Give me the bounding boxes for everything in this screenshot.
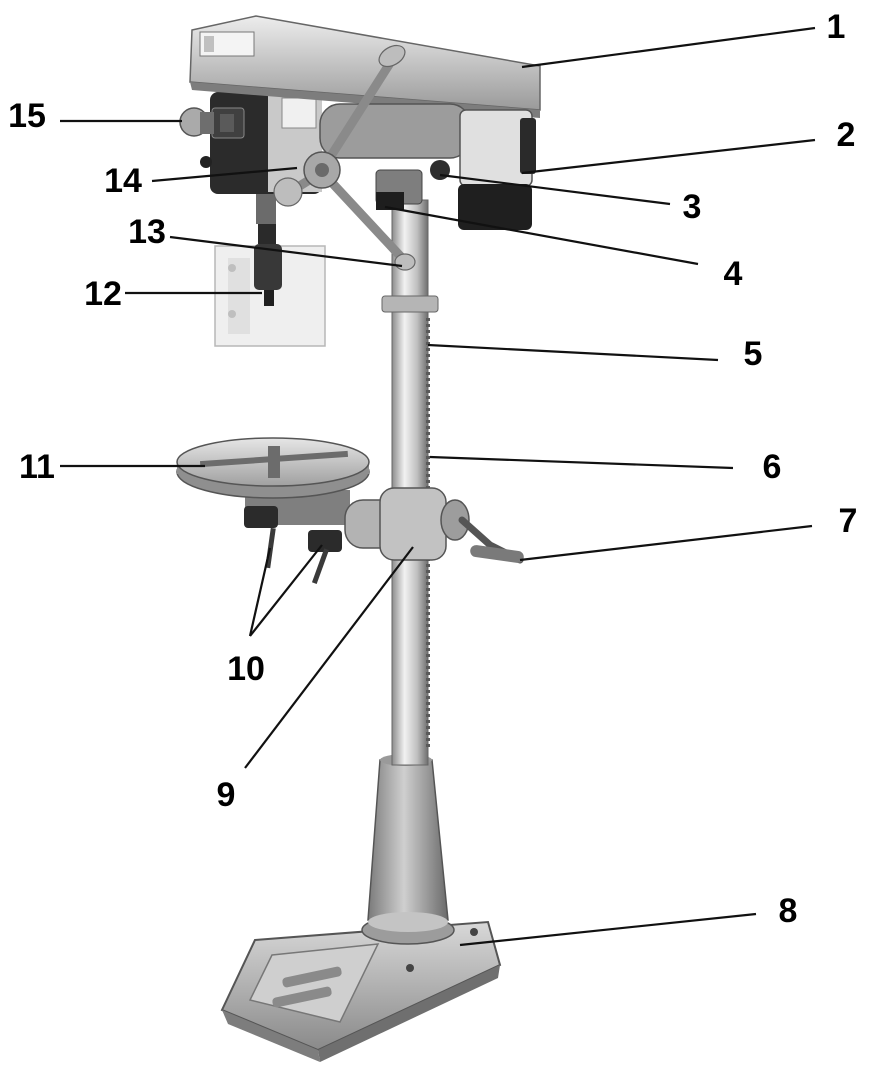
callout-4: 4 (724, 255, 743, 293)
callout-2: 2 (837, 116, 856, 154)
callout-10: 10 (227, 650, 265, 688)
leader-7 (519, 524, 813, 562)
callout-15: 15 (8, 97, 46, 135)
leader-5 (427, 343, 719, 362)
callout-11: 11 (19, 448, 55, 486)
callout-6: 6 (763, 448, 782, 486)
leader-10a (248, 547, 272, 637)
callout-labels: 1 2 3 4 5 6 7 8 9 10 11 12 13 14 15 (8, 8, 857, 930)
leader-13 (169, 235, 403, 268)
callout-8: 8 (779, 892, 798, 930)
table-bracket (344, 487, 470, 561)
callout-9: 9 (217, 776, 236, 814)
motor-housing (319, 103, 536, 230)
switch-knob (179, 107, 214, 168)
callout-3: 3 (683, 188, 702, 226)
callout-12: 12 (84, 275, 122, 313)
leader-6 (429, 455, 734, 470)
leader-2 (521, 138, 816, 175)
column-base-pedestal (361, 754, 455, 945)
leader-10b (249, 544, 323, 637)
leader-lines (60, 26, 816, 947)
leader-14 (151, 166, 298, 183)
leader-8 (459, 912, 757, 947)
callout-1: 1 (827, 8, 846, 46)
callout-14: 14 (104, 162, 142, 200)
leader-9 (244, 546, 414, 769)
table-clamp-handles (244, 506, 342, 584)
leader-3 (439, 173, 671, 206)
feed-handles (273, 44, 416, 271)
column (381, 199, 439, 766)
leader-4 (384, 205, 699, 266)
callout-5: 5 (744, 335, 763, 373)
spindle-chuck (254, 194, 282, 306)
callout-7: 7 (839, 502, 858, 540)
callout-13: 13 (128, 213, 166, 251)
leader-1 (521, 26, 816, 69)
base-plate (220, 920, 502, 1062)
table-crank-handle (458, 516, 524, 564)
